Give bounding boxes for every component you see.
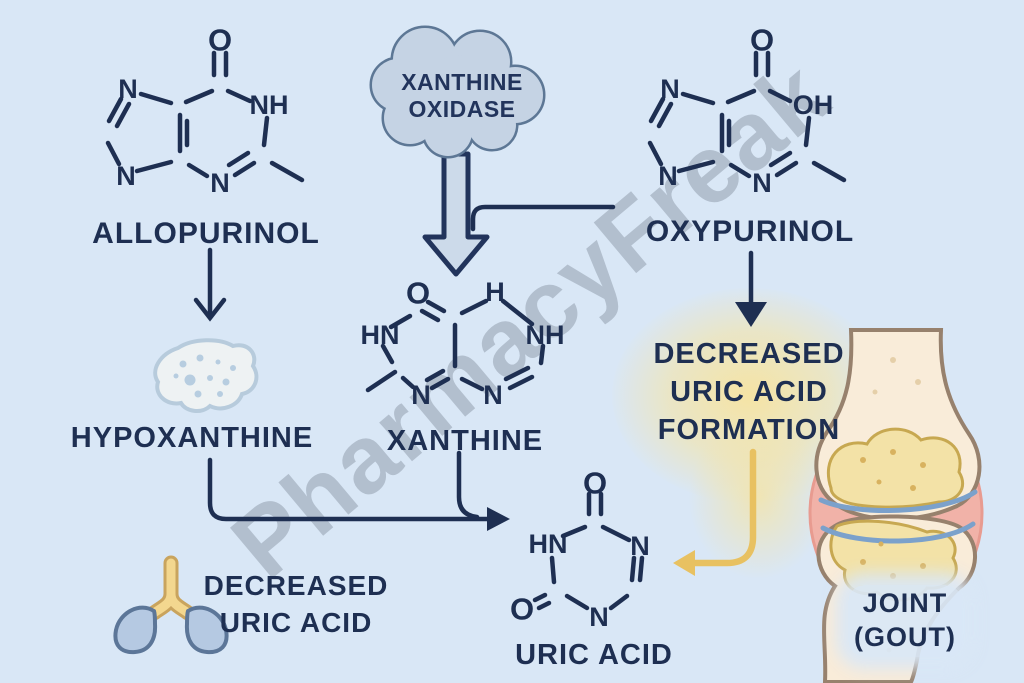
decreased-uric-acid-line2: URIC ACID — [219, 607, 373, 638]
decreased-formation-line1: DECREASED — [653, 338, 845, 370]
uric-acid-atom-o-top: O — [583, 466, 607, 501]
joint-cartilage-bottom — [820, 521, 976, 544]
decreased-formation-line3: FORMATION — [657, 414, 841, 446]
xanthine-atom-o: O — [406, 276, 430, 311]
decreased-uric-acid-line1: DECREASED — [203, 570, 389, 601]
oxypurinol-atom-n3: N — [658, 161, 678, 191]
arrow-allopurinol-to-hypoxanthine — [193, 247, 227, 322]
allopurinol-atom-o: O — [208, 23, 232, 58]
joint-gout-label: JOINT (GOUT) — [848, 585, 962, 657]
uric-acid-atom-hn: HN — [529, 529, 568, 559]
uric-acid-atom-n-bottom: N — [589, 602, 609, 632]
arrow-decreased-formation-to-uric-acid — [673, 448, 757, 576]
decreased-formation-line2: URIC ACID — [670, 376, 828, 408]
hypoxanthine-blob-icon — [153, 338, 259, 413]
uric-acid-structure: O HN N N O — [510, 466, 650, 633]
arrow-hypoxanthine-xanthine-to-uric-acid — [207, 450, 510, 531]
allopurinol-atom-n1: N — [210, 168, 230, 198]
joint-cartilage-top — [818, 489, 978, 513]
uric-acid-label: URIC ACID — [515, 639, 673, 671]
hypoxanthine-label: HYPOXANTHINE — [70, 422, 314, 454]
allopurinol-atom-nh: NH — [250, 90, 289, 120]
allopurinol-atom-n2: N — [118, 74, 138, 104]
xanthine-atom-hn: HN — [361, 320, 400, 350]
xanthine-atom-nh: NH — [526, 320, 565, 350]
allopurinol-label: ALLOPURINOL — [92, 217, 320, 250]
cloud-label-line2: OXIDASE — [408, 96, 515, 122]
xanthine-atom-n1: N — [411, 380, 431, 410]
cloud-label-line1: XANTHINE — [401, 69, 523, 95]
oxypurinol-structure: O OH N N N — [647, 23, 847, 198]
uric-acid-atom-n-right: N — [630, 531, 650, 561]
xanthine-label: XANTHINE — [386, 425, 544, 457]
xanthine-atom-h: H — [485, 277, 505, 307]
oxypurinol-atom-n2: N — [660, 74, 680, 104]
xanthine-oxidase-cloud: XANTHINE OXIDASE — [369, 25, 546, 159]
oxypurinol-to-enzyme-connector — [470, 204, 616, 232]
xanthine-atom-n2: N — [483, 380, 503, 410]
allopurinol-atom-n3: N — [116, 161, 136, 191]
oxypurinol-label: OXYPURINOL — [645, 215, 855, 248]
oxypurinol-atom-oh: OH — [793, 90, 834, 120]
xanthine-structure: O H HN NH N N — [361, 276, 565, 411]
arrow-oxypurinol-to-decreased-formation — [735, 250, 767, 327]
xanthine-oxidase-inhibition-arrow — [422, 151, 490, 277]
right-lung — [184, 605, 229, 655]
left-lung — [113, 605, 158, 655]
oxypurinol-atom-n1: N — [752, 168, 772, 198]
joint-label-line2: (GOUT) — [854, 621, 956, 652]
joint-label-line1: JOINT — [862, 588, 948, 618]
oxypurinol-atom-o: O — [750, 23, 774, 58]
uric-acid-atom-o-left: O — [510, 592, 534, 627]
lungs-icon — [113, 555, 229, 655]
joint-crystals-top — [826, 427, 965, 509]
allopurinol-structure: O NH N N N — [105, 23, 305, 198]
